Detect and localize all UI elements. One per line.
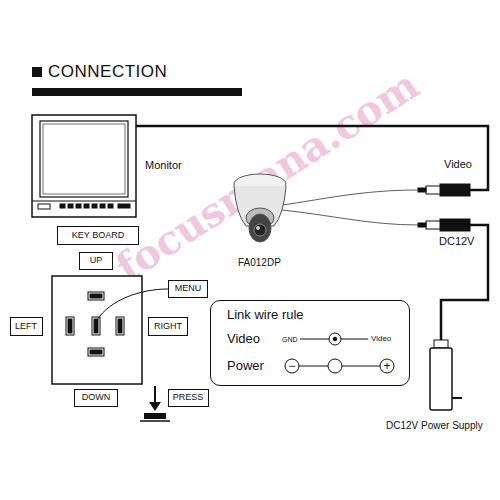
rca-connectors: [418, 184, 470, 231]
device-label: Monitor: [145, 160, 182, 171]
box-text: DOWN: [82, 393, 111, 403]
box-text: RIGHT: [154, 322, 182, 332]
signal-name: DC12V: [439, 236, 474, 247]
key-label-box: LEFT: [10, 317, 43, 336]
camera-wire: [282, 210, 418, 225]
monitor-illustration: [32, 115, 136, 217]
camera-wire: [282, 190, 418, 205]
polarity-sign: −: [288, 360, 295, 372]
key-label-box: PRESS: [168, 389, 209, 407]
rule-row-label: Video: [227, 332, 260, 345]
model-number: FA012DP: [238, 258, 281, 268]
pin-name: GND: [282, 336, 298, 343]
box-text: Link wire rule: [227, 308, 304, 322]
device-label: DC12V Power Supply: [386, 421, 483, 431]
key-label-box: RIGHT: [148, 317, 188, 336]
box-text: KEY BOARD: [72, 231, 124, 241]
key-label-box: KEY BOARD: [57, 226, 139, 245]
pin-name: Video: [371, 335, 391, 343]
signal-name: Video: [444, 159, 472, 170]
page-title: CONNECTION: [48, 63, 167, 80]
press-arrow: [140, 386, 170, 421]
polarity-sign: +: [383, 360, 390, 372]
title-bullet: [32, 67, 42, 77]
key-label-box: MENU: [168, 280, 208, 298]
box-text: MENU: [175, 284, 202, 294]
key-label-box: DOWN: [74, 389, 118, 407]
wire-rule-symbols: [285, 333, 394, 373]
key-label-box: UP: [79, 252, 113, 270]
dome-camera: [234, 174, 286, 242]
rule-row-label: Power: [227, 359, 264, 372]
power-supply: [430, 340, 462, 410]
video-cable: [136, 126, 488, 190]
box-text: PRESS: [173, 393, 204, 403]
box-text: LEFT: [15, 322, 37, 332]
title-bar: [32, 88, 242, 96]
box-text: UP: [90, 256, 103, 266]
